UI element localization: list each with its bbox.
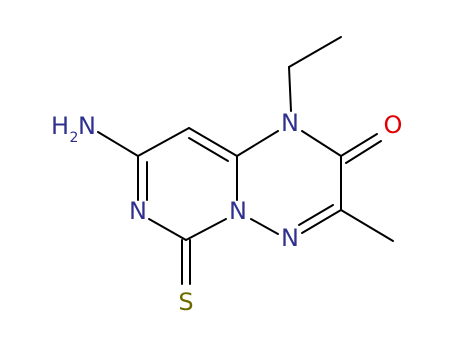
bond-c3-n4-b: [298, 204, 334, 226]
atom-h-amino: H: [51, 112, 69, 140]
bond-carbonyl-1: [340, 133, 378, 157]
atom-n-bridge: N: [229, 197, 247, 225]
bond-carbonyl-2: [345, 140, 382, 164]
bond-c8a-c8-b: [188, 137, 229, 162]
bond-c6-n5: [185, 218, 227, 241]
atom-n-ethyl: N: [281, 109, 299, 137]
bond-c8a-n1: [236, 130, 279, 157]
bond-ethyl-n: [288, 66, 292, 112]
atom-h-amino-subscript: 2: [70, 130, 79, 146]
bond-ethyl-ch3: [288, 36, 342, 68]
bond-c8a-c8-a: [188, 127, 238, 157]
bond-n4-n5: [250, 218, 279, 235]
bond-n1-c2: [301, 130, 342, 157]
bond-c7-nh2: [97, 131, 139, 157]
atom-n-imine: N: [281, 224, 299, 252]
bond-n-c6: [148, 218, 187, 241]
bond-c3-n4-a: [301, 209, 342, 234]
atom-n-ring: N: [129, 197, 147, 225]
bond-methyl: [340, 209, 394, 242]
atom-o-carbonyl: O: [384, 111, 403, 139]
atom-s-thione: S: [178, 288, 193, 316]
atom-n-amino: N: [78, 112, 96, 140]
bond-c8-c7: [137, 127, 190, 157]
